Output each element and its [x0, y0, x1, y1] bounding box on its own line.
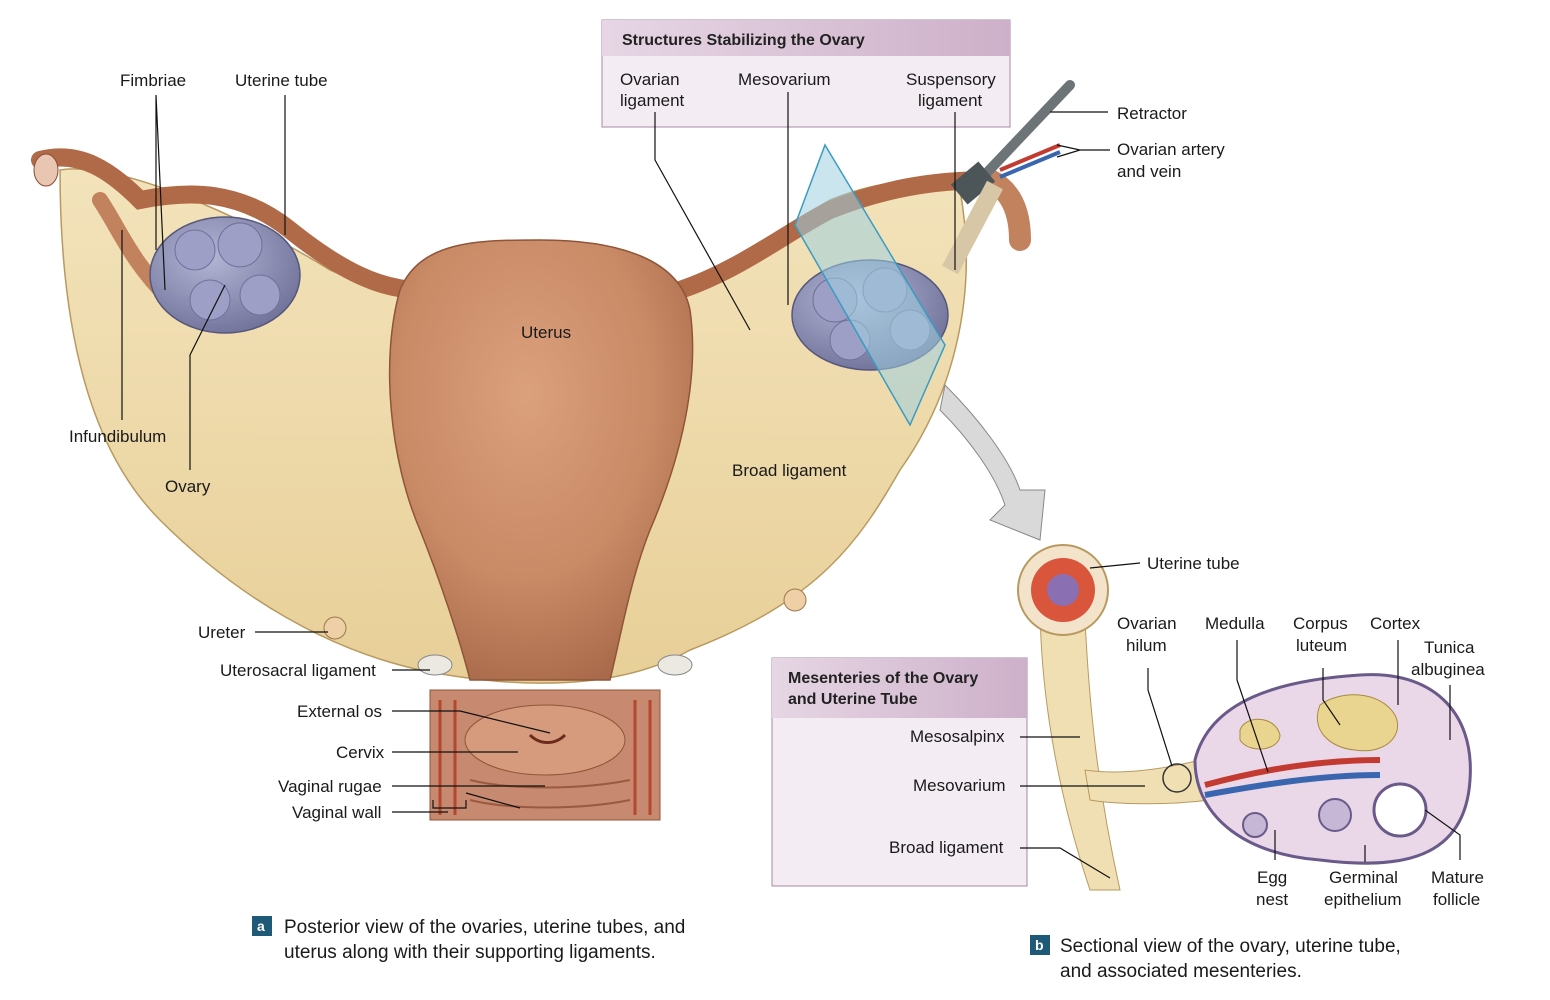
label-infundibulum: Infundibulum: [69, 427, 166, 446]
label-ovarian-artery-line1: Ovarian artery: [1117, 140, 1225, 159]
leader-lines: [121, 92, 1461, 879]
label-suspensory-line2: ligament: [918, 91, 983, 110]
label-broad-ligament-b: Broad ligament: [889, 838, 1004, 857]
label-external-os: External os: [297, 702, 382, 721]
leader-vaginal-wall: [392, 792, 521, 813]
label-uterine-tube-b: Uterine tube: [1147, 554, 1240, 573]
medulla-shape: [1204, 757, 1381, 788]
label-tunica-line2: albuginea: [1411, 660, 1485, 679]
label-vaginal-wall: Vaginal wall: [292, 803, 381, 822]
retractor-shape: [975, 80, 1075, 185]
uterine-tube-left-shape: [31, 148, 429, 299]
uterus-shape: [388, 239, 694, 681]
label-ovarian-ligament-line1: Ovarian: [620, 70, 680, 89]
external-os-shape: [528, 733, 567, 744]
label-ovary: Ovary: [165, 477, 211, 496]
badge-b-text: b: [1035, 937, 1044, 953]
label-ovarian-hilum-line1: Ovarian: [1117, 614, 1177, 633]
vaginal-rugae-shape: [469, 779, 631, 809]
mesovarium-section-shape: [1084, 759, 1211, 805]
label-egg-nest-line2: nest: [1256, 890, 1288, 909]
follicle-shape: [1242, 812, 1268, 838]
label-retractor: Retractor: [1117, 104, 1187, 123]
label-medulla: Medulla: [1205, 614, 1265, 633]
mature-follicle-shape: [1372, 782, 1428, 838]
label-ovarian-artery-line2: and vein: [1117, 162, 1181, 181]
label-mesosalpinx: Mesosalpinx: [910, 727, 1005, 746]
leader-corpus-luteum: [1322, 668, 1341, 726]
label-mature-follicle-line1: Mature: [1431, 868, 1484, 887]
section-plane-shape: [794, 143, 946, 427]
follicle-shape: [1318, 798, 1352, 832]
label-fimbriae: Fimbriae: [120, 71, 186, 90]
label-egg-nest-line1: Egg: [1257, 868, 1287, 887]
label-vaginal-rugae: Vaginal rugae: [278, 777, 382, 796]
ovary-left-follicle: [217, 222, 263, 268]
badge-a-text: a: [257, 918, 265, 934]
label-ovarian-hilum-line2: hilum: [1126, 636, 1167, 655]
label-mature-follicle-line2: follicle: [1433, 890, 1480, 909]
leader-mature-follicle: [1424, 809, 1461, 860]
label-uterosacral-ligament: Uterosacral ligament: [220, 661, 376, 680]
label-tunica-line1: Tunica: [1424, 638, 1475, 657]
mesenteries-box-title-line1: Mesenteries of the Ovary: [788, 670, 978, 687]
leader-broad-ligament-b: [1020, 847, 1111, 879]
label-broad-ligament: Broad ligament: [732, 461, 847, 480]
section-arrow: [939, 383, 1046, 541]
badge-b: [1030, 935, 1050, 955]
label-uterine-tube: Uterine tube: [235, 71, 328, 90]
label-suspensory-line1: Suspensory: [906, 70, 996, 89]
fimbriae-right-shape: [979, 169, 1031, 251]
mesentery-stalk-shape: [1039, 599, 1121, 891]
leader-ovarian-hilum: [1147, 668, 1173, 767]
uterosacral-left-shape: [417, 654, 453, 676]
label-uterus: Uterus: [521, 323, 571, 342]
label-mesovarium-top: Mesovarium: [738, 70, 831, 89]
hilum-ring-shape: [1162, 763, 1192, 793]
label-corpus-luteum-line2: luteum: [1296, 636, 1347, 655]
label-germinal-line1: Germinal: [1329, 868, 1398, 887]
tube-left-end-shape: [33, 153, 59, 187]
label-cervix: Cervix: [336, 743, 385, 762]
ureter-right-shape: [783, 588, 807, 612]
label-corpus-luteum-line1: Corpus: [1293, 614, 1348, 633]
leader-external-os: [392, 710, 551, 734]
label-mesovarium-b: Mesovarium: [913, 776, 1006, 795]
caption-b-line2: and associated mesenteries.: [1060, 961, 1302, 982]
caption-a-line2: uterus along with their supporting ligam…: [284, 942, 656, 963]
uterosacral-right-shape: [657, 654, 693, 676]
ovary-left-follicle: [239, 274, 281, 316]
corpus-luteum-shape: [1317, 694, 1399, 752]
caption-b-line1: Sectional view of the ovary, uterine tub…: [1060, 936, 1401, 957]
ovary-left-follicle: [189, 279, 231, 321]
retractor-clamp-shape: [950, 161, 996, 205]
suspensory-ligament-shape: [942, 180, 1003, 275]
ovarian-vein-shape: [999, 150, 1061, 179]
label-germinal-line2: epithelium: [1324, 890, 1402, 909]
small-corpus-shape: [1239, 718, 1281, 750]
label-ureter: Ureter: [198, 623, 246, 642]
ureter-left-shape: [323, 616, 347, 640]
ovarian-artery-shape: [999, 143, 1061, 172]
vaginal-wall-shape: [438, 700, 652, 815]
caption-a-line1: Posterior view of the ovaries, uterine t…: [284, 917, 685, 938]
mesenteries-box-title-line2: and Uterine Tube: [788, 691, 918, 708]
stabilizing-box-title: Structures Stabilizing the Ovary: [622, 32, 865, 49]
leader-ovarian-ligament: [654, 112, 751, 331]
stabilizing-box-header: [602, 20, 1010, 56]
leader-uterine-tube-b: [1089, 562, 1141, 569]
leader-fimbriae: [155, 94, 166, 291]
uterine-tube-lumen-shape: [1047, 574, 1079, 606]
badge-a: [252, 916, 272, 936]
ovary-left-follicle: [174, 229, 216, 271]
leader-ovary: [189, 284, 226, 470]
medulla-vein-shape: [1204, 772, 1381, 798]
cervix-shape: [464, 704, 626, 776]
leader-ovarian-artery-vein: [1056, 144, 1110, 158]
label-cortex: Cortex: [1370, 614, 1421, 633]
leader-medulla: [1236, 640, 1269, 773]
mesenteries-box-header: [772, 658, 1027, 718]
label-ovarian-ligament-line2: ligament: [620, 91, 685, 110]
